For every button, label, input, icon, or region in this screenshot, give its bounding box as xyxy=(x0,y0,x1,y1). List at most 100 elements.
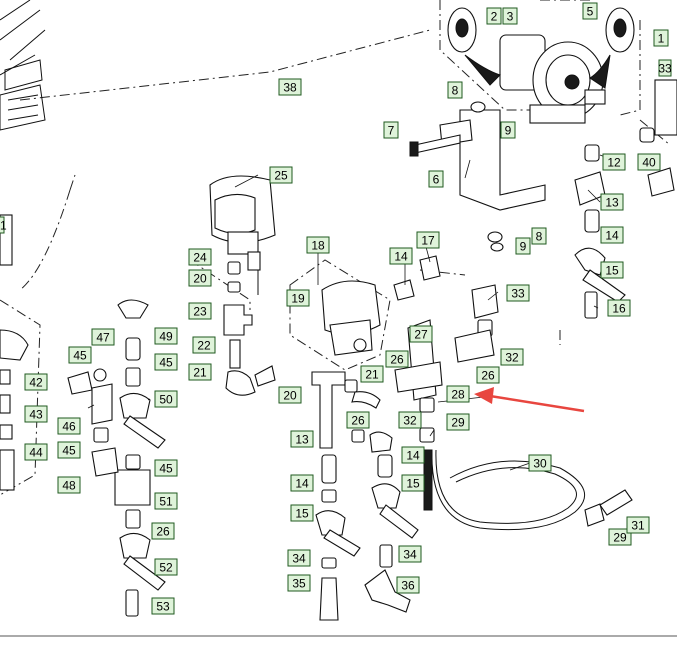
callout-label: 20 xyxy=(283,389,297,403)
callout-c15a: 15 xyxy=(600,261,624,279)
callout-box xyxy=(607,299,631,317)
callout-label: 26 xyxy=(390,353,404,367)
callout-label: 30 xyxy=(533,457,547,471)
callout-c26d: 26 xyxy=(151,522,175,540)
callout-label: 49 xyxy=(159,330,173,344)
callout-c45d: 45 xyxy=(154,459,178,477)
callout-c52: 52 xyxy=(154,558,178,576)
solenoid-valve xyxy=(209,175,276,295)
callout-c20a: 20 xyxy=(188,269,212,287)
callout-c14b: 14 xyxy=(389,247,413,265)
callout-label: 27 xyxy=(414,328,428,342)
callout-label: 8 xyxy=(452,84,459,98)
callout-box xyxy=(476,366,500,384)
callout-c13b: 13 xyxy=(290,430,314,448)
callout-box xyxy=(154,390,178,408)
callout-box xyxy=(151,597,175,615)
callout-box xyxy=(428,170,444,188)
callout-c13a: 13 xyxy=(600,193,624,211)
callout-box xyxy=(306,236,330,254)
callout-c9a: 9 xyxy=(500,121,516,139)
callout-c14d: 14 xyxy=(401,446,425,464)
callout-box xyxy=(500,348,524,366)
callout-box xyxy=(608,528,632,546)
callout-label: 32 xyxy=(505,351,519,365)
callout-box xyxy=(600,261,624,279)
callout-c34a: 34 xyxy=(287,549,311,567)
callout-c23: 23 xyxy=(188,302,212,320)
callout-label: 26 xyxy=(351,414,365,428)
callout-box xyxy=(57,417,81,435)
callout-label: 7 xyxy=(388,124,395,138)
callout-box xyxy=(396,576,420,594)
callout-label: 29 xyxy=(613,531,627,545)
callout-label: 21 xyxy=(365,368,379,382)
callout-label: 43 xyxy=(29,408,43,422)
callout-box xyxy=(57,441,81,459)
callout-label: 19 xyxy=(291,292,305,306)
callout-c21b: 21 xyxy=(360,365,384,383)
callout-box xyxy=(658,59,672,77)
callout-box xyxy=(192,336,216,354)
callout-c27: 27 xyxy=(409,325,433,343)
callout-label: 14 xyxy=(295,477,309,491)
callout-box xyxy=(600,226,624,244)
callout-label: 38 xyxy=(283,81,297,95)
callout-c30: 30 xyxy=(528,454,552,472)
callout-label: 21 xyxy=(193,366,207,380)
callout-box xyxy=(154,327,178,345)
callout-box xyxy=(68,346,92,364)
callout-box xyxy=(582,2,598,20)
callout-c2: 2 xyxy=(486,7,502,25)
callout-c53: 53 xyxy=(151,597,175,615)
callout-label: 40 xyxy=(642,156,656,170)
callout-c28: 28 xyxy=(446,385,470,403)
callout-box xyxy=(515,237,531,255)
callout-label: 26 xyxy=(481,369,495,383)
callout-c40: 40 xyxy=(637,153,661,171)
pump-assembly xyxy=(447,7,635,124)
callout-c21c: 21 xyxy=(0,216,7,234)
callout-c17: 17 xyxy=(416,231,440,249)
callout-box xyxy=(24,443,48,461)
callout-box xyxy=(401,474,425,492)
callout-c29b: 29 xyxy=(608,528,632,546)
callout-c48: 48 xyxy=(57,476,81,494)
callout-c5: 5 xyxy=(582,2,598,20)
callout-box xyxy=(188,269,212,287)
callout-label: 25 xyxy=(274,169,288,183)
callout-label: 42 xyxy=(29,376,43,390)
solenoid-19 xyxy=(321,280,381,356)
callout-box xyxy=(286,289,310,307)
callout-c38: 38 xyxy=(278,78,302,96)
right-fittings xyxy=(574,79,677,319)
callout-label: 31 xyxy=(631,519,645,533)
callout-c46: 46 xyxy=(57,417,81,435)
callout-label: 45 xyxy=(62,444,76,458)
callout-label: 24 xyxy=(193,251,207,265)
callout-label: 6 xyxy=(433,173,440,187)
callout-label: 47 xyxy=(96,331,110,345)
callout-c6: 6 xyxy=(428,170,444,188)
callout-box xyxy=(637,153,661,171)
callout-c45b: 45 xyxy=(57,441,81,459)
callout-box xyxy=(383,121,399,139)
callout-c42: 42 xyxy=(24,373,48,391)
callout-c32b: 32 xyxy=(398,411,422,429)
callout-label: 23 xyxy=(193,305,207,319)
callout-c34b: 34 xyxy=(398,545,422,563)
callout-c15b: 15 xyxy=(290,504,314,522)
callout-c14a: 14 xyxy=(600,226,624,244)
callout-label: 14 xyxy=(406,449,420,463)
callout-box xyxy=(398,545,422,563)
callout-label: 45 xyxy=(159,462,173,476)
callout-c33a: 33 xyxy=(506,284,530,302)
callout-label: 20 xyxy=(193,272,207,286)
callout-box xyxy=(502,7,518,25)
callout-c3: 3 xyxy=(502,7,518,25)
callout-c18: 18 xyxy=(306,236,330,254)
callout-label: 15 xyxy=(295,507,309,521)
callout-box xyxy=(91,328,115,346)
callout-box xyxy=(626,516,650,534)
callout-box xyxy=(154,492,178,510)
